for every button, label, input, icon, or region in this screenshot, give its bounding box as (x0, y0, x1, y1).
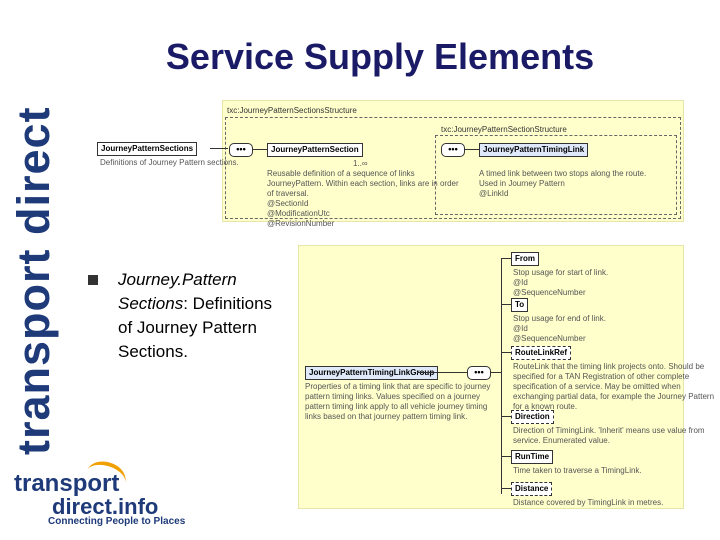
desc-line: A timed link between two stops along the… (479, 169, 647, 178)
sections-description: Definitions of Journey Pattern sections. (100, 158, 239, 167)
bullet-definition: Definitions of Journey Pattern Sections. (118, 294, 273, 361)
element-description: Stop usage for start of link. @Id @Seque… (513, 268, 608, 298)
inner-structure-frame (435, 135, 677, 215)
vertical-brand-text: transport direct (8, 106, 59, 455)
element-from: From (511, 252, 539, 266)
group-description: Properties of a timing link that are spe… (305, 382, 490, 422)
desc-line: service. Enumerated value. (513, 436, 610, 445)
bullet-separator: : (183, 294, 188, 313)
desc-line: Used in Journey Pattern (479, 179, 565, 188)
element-journey-pattern-timing-link: JourneyPatternTimingLink (479, 143, 589, 157)
desc-line: @SequenceNumber (513, 334, 586, 343)
multiplicity-label: 1..∞ (353, 159, 368, 168)
outer-structure-label: txc:JourneyPatternSectionsStructure (227, 106, 357, 115)
element-distance: Distance (511, 482, 553, 496)
slide-title: Service Supply Elements (165, 36, 595, 77)
desc-line: Reusable definition of a sequence of lin… (267, 169, 415, 178)
link-description: A timed link between two stops along the… (479, 169, 646, 199)
inner-structure-label: txc:JourneyPatternSectionStructure (441, 125, 567, 134)
bottom-schema-diagram: JourneyPatternTimingLinkGroup Properties… (298, 245, 714, 509)
desc-line: @Id (513, 324, 528, 333)
spine-line (501, 258, 502, 494)
connector (465, 149, 479, 150)
desc-line: Stop usage for end of link. (513, 314, 606, 323)
element-description: RouteLink that the timing link projects … (513, 362, 714, 412)
desc-line: Properties of a timing link that are spe… (305, 382, 491, 391)
sequence-compositor: ••• (229, 143, 253, 157)
desc-line: pattern timing links. Values specified o… (305, 392, 481, 401)
connector (253, 149, 267, 150)
element-direction: Direction (511, 410, 554, 424)
element-to: To (511, 298, 529, 312)
desc-line: for a known route. (513, 402, 578, 411)
desc-line: @ModificationUtc (267, 209, 330, 218)
desc-line: @LinkId (479, 189, 509, 198)
logo-word-transport: transport (14, 470, 120, 497)
element-description: Direction of TimingLink. 'Inherit' means… (513, 426, 705, 446)
desc-line: links based on that journey pattern timi… (305, 412, 468, 421)
desc-line: exchanging partial data, for example the… (513, 392, 715, 401)
group-journey-pattern-timing-link-group: JourneyPatternTimingLinkGroup (305, 366, 439, 380)
bullet-text: Journey.Pattern Sections: Definitions of… (118, 268, 278, 364)
desc-line: Stop usage for start of link. (513, 268, 609, 277)
element-journey-pattern-section: JourneyPatternSection (267, 143, 363, 157)
desc-line: @Id (513, 278, 528, 287)
connector (210, 148, 228, 149)
element-description: Time taken to traverse a TimingLink. (513, 466, 642, 475)
branch-line (501, 352, 511, 353)
desc-line: JourneyPattern. Within each section, lin… (267, 179, 459, 188)
section-description: Reusable definition of a sequence of lin… (267, 169, 459, 229)
desc-line: specified for a TAN Registration of othe… (513, 372, 690, 381)
bullet-marker (88, 275, 98, 285)
desc-line: @SectionId (267, 199, 309, 208)
desc-line: RouteLink that the timing link projects … (513, 362, 705, 371)
element-description: Distance covered by TimingLink in metres… (513, 498, 664, 507)
logo-tagline: Connecting People to Places (48, 516, 186, 527)
element-journey-pattern-sections: JourneyPatternSections (97, 142, 198, 156)
connector (491, 372, 501, 373)
desc-line: of traversal. (267, 189, 309, 198)
desc-line: @RevisionNumber (267, 219, 335, 228)
logo-word-direct: direct.info (52, 494, 159, 519)
branch-line (501, 416, 511, 417)
connector (417, 372, 467, 373)
branch-line (501, 258, 511, 259)
element-run-time: RunTime (511, 450, 554, 464)
desc-line: pattern timing link apply to all vehicle… (305, 402, 488, 411)
element-description: Stop usage for end of link. @Id @Sequenc… (513, 314, 606, 344)
desc-line: Direction of TimingLink. 'Inherit' means… (513, 426, 705, 435)
desc-line: @SequenceNumber (513, 288, 586, 297)
sequence-compositor: ••• (467, 366, 491, 380)
element-route-link-ref: RouteLinkRef (511, 346, 571, 360)
branch-line (501, 456, 511, 457)
branch-line (501, 488, 511, 489)
desc-line: specification of a service. May be omitt… (513, 382, 681, 391)
branch-line (501, 304, 511, 305)
outer-structure-frame (225, 117, 681, 219)
sequence-compositor: ••• (441, 143, 465, 157)
bullet-term: Journey.Pattern Sections (118, 270, 237, 313)
top-schema-diagram: txc:JourneyPatternSectionsStructure txc:… (222, 100, 684, 228)
